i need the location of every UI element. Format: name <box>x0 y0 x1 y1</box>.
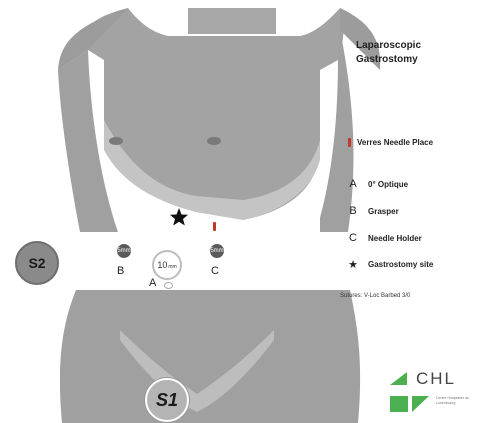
star-icon: ★ <box>346 258 360 271</box>
legend-item-c: C Needle Holder <box>346 232 422 244</box>
chl-logo-text: CHL <box>416 369 456 389</box>
legend-label-a: 0° Optique <box>368 180 408 189</box>
legend-key-c: C <box>346 232 360 244</box>
needle-icon <box>348 138 351 147</box>
port-c-letter: C <box>211 265 219 277</box>
verres-needle-mark <box>213 222 216 231</box>
legend-needle: Verres Needle Place <box>343 138 433 147</box>
diagram-title: Laparoscopic Gastrostomy <box>356 39 426 67</box>
port-a-letter: A <box>149 277 156 289</box>
port-c: 5mm <box>210 244 224 258</box>
port-c-size: 5mm <box>210 248 223 254</box>
port-s2: S2 <box>15 241 59 285</box>
chl-logo: CHL Centre Hospitalier du Luxembourg <box>387 369 477 419</box>
port-a-small-marker <box>164 282 173 289</box>
neck <box>188 8 276 34</box>
legend-label-c: Needle Holder <box>368 234 422 243</box>
legend-item-b: B Grasper <box>346 205 399 217</box>
left-nipple <box>109 137 123 145</box>
port-s2-label: S2 <box>28 255 45 271</box>
right-nipple <box>207 137 221 145</box>
legend-label-star: Gastrostomy site <box>368 260 433 269</box>
chl-logo-subtitle: Centre Hospitalier du Luxembourg <box>436 396 476 406</box>
legend-needle-label: Verres Needle Place <box>357 138 433 147</box>
port-b: 5mm <box>117 244 131 258</box>
legend-key-b: B <box>346 205 360 217</box>
legend-item-star: ★ Gastrostomy site <box>346 258 433 271</box>
port-b-size: 5mm <box>117 248 130 254</box>
legend-item-a: A 0° Optique <box>346 178 408 190</box>
legend-label-b: Grasper <box>368 207 399 216</box>
port-s1: S1 <box>145 378 189 422</box>
sutures-note: Sutures: V-Loc Barbed 3/0 <box>340 293 410 299</box>
port-a-size: 10mm <box>157 260 176 270</box>
port-s1-label: S1 <box>156 390 178 411</box>
legend-key-a: A <box>346 178 360 190</box>
port-b-letter: B <box>117 265 124 277</box>
port-a: 10mm <box>152 250 182 280</box>
